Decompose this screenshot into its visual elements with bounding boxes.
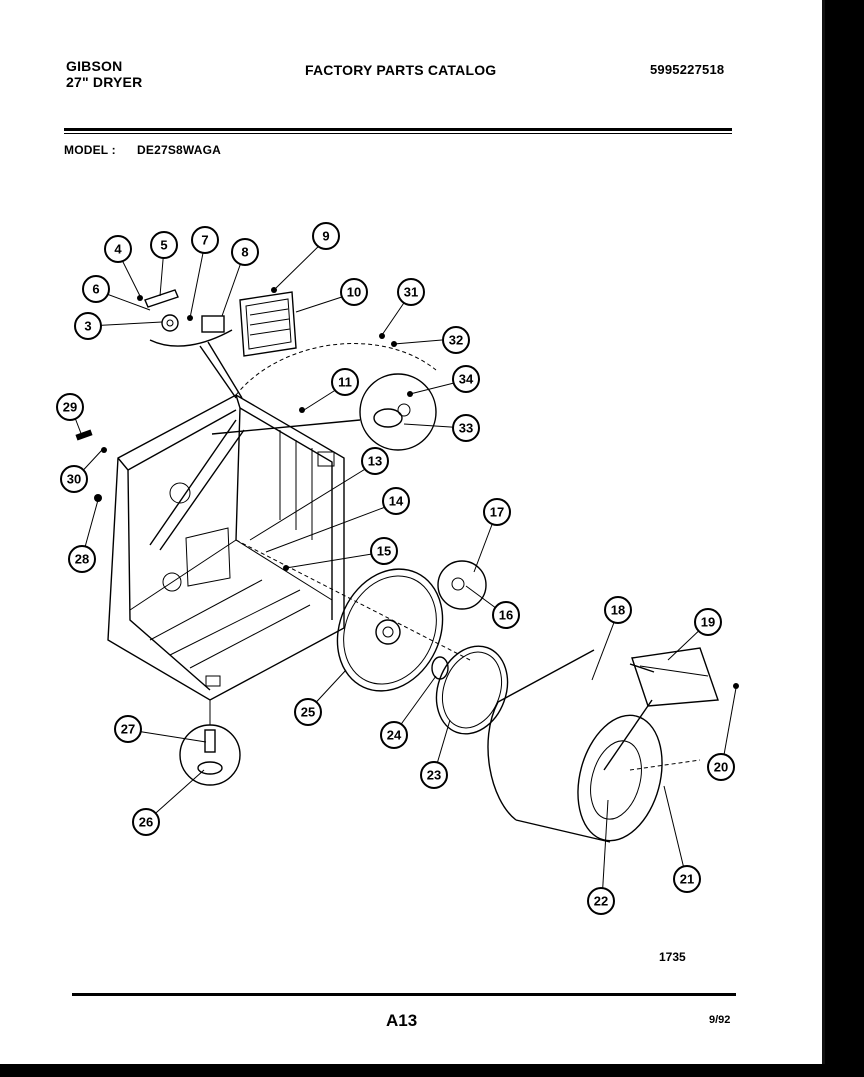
hardware-dots	[75, 287, 739, 689]
brand-block: GIBSON 27" DRYER	[66, 58, 142, 90]
catalog-date: 9/92	[709, 1014, 731, 1026]
callout-8: 8	[231, 238, 259, 266]
callout-30-label: 30	[67, 472, 81, 487]
callout-13-label: 13	[368, 454, 382, 469]
callout-17-label: 17	[490, 505, 504, 520]
front-bulkhead	[235, 539, 471, 692]
catalog-page: GIBSON 27" DRYER FACTORY PARTS CATALOG 5…	[0, 0, 825, 1064]
callout-18-label: 18	[611, 603, 625, 618]
callout-9: 9	[312, 222, 340, 250]
callout-14: 14	[382, 487, 410, 515]
model-value: DE27S8WAGA	[137, 143, 222, 157]
callout-10: 10	[340, 278, 368, 306]
callout-10-label: 10	[347, 285, 361, 300]
callout-4-label: 4	[114, 242, 122, 257]
callout-29-label: 29	[63, 400, 77, 415]
callout-7: 7	[191, 226, 219, 254]
callout-14-label: 14	[389, 494, 404, 509]
header-rule	[64, 128, 732, 131]
callout-5: 5	[150, 231, 178, 259]
callout-29: 29	[56, 393, 84, 421]
callout-21: 21	[673, 865, 701, 893]
callout-21-label: 21	[680, 872, 694, 887]
exploded-parts-diagram: 3 4 5 6 7 8 9 10 11 13 14 15 16 17 18 19…	[56, 222, 739, 915]
callout-13: 13	[361, 447, 389, 475]
cabinet-drawing	[107, 343, 437, 701]
callout-9-label: 9	[322, 229, 329, 244]
callout-11: 11	[331, 368, 359, 396]
callout-31-label: 31	[404, 285, 418, 300]
callout-20-label: 20	[714, 760, 728, 775]
callout-33-label: 33	[459, 421, 473, 436]
callout-3: 3	[74, 312, 102, 340]
callout-32-label: 32	[449, 333, 463, 348]
callout-19-label: 19	[701, 615, 715, 630]
callout-24-label: 24	[387, 728, 402, 743]
top-parts	[144, 289, 297, 399]
callout-16-label: 16	[499, 608, 513, 623]
callout-33: 33	[452, 414, 480, 442]
callout-25-label: 25	[301, 705, 315, 720]
callout-15: 15	[370, 537, 398, 565]
catalog-title: FACTORY PARTS CATALOG	[305, 62, 497, 78]
callout-30: 30	[60, 465, 88, 493]
callout-27: 27	[114, 715, 142, 743]
callout-28-label: 28	[75, 552, 89, 567]
callout-5-label: 5	[160, 238, 167, 253]
callout-17: 17	[483, 498, 511, 526]
motor-detail	[211, 373, 437, 451]
callout-23: 23	[420, 761, 448, 789]
callout-11-label: 11	[338, 375, 352, 390]
callout-26: 26	[132, 808, 160, 836]
callout-15-label: 15	[377, 544, 391, 559]
callout-4: 4	[104, 235, 132, 263]
diagram-code: 1735	[659, 950, 686, 964]
callout-31: 31	[397, 278, 425, 306]
callout-22-label: 22	[594, 894, 608, 909]
page-number: A13	[386, 1011, 418, 1030]
callout-27-label: 27	[121, 722, 135, 737]
product-name: 27" DRYER	[66, 74, 143, 90]
callout-32: 32	[442, 326, 470, 354]
callout-28: 28	[68, 545, 96, 573]
leg-detail	[179, 700, 241, 786]
callout-7-label: 7	[201, 233, 208, 248]
callout-34-label: 34	[459, 372, 474, 387]
callout-20: 20	[707, 753, 735, 781]
header-rule-thin	[64, 133, 732, 134]
drum	[487, 649, 701, 843]
callout-24: 24	[380, 721, 408, 749]
callout-25: 25	[294, 698, 322, 726]
callout-3-label: 3	[84, 319, 91, 334]
callout-16: 16	[492, 601, 520, 629]
catalog-part-number: 5995227518	[650, 62, 725, 77]
callout-34: 34	[452, 365, 480, 393]
callout-23-label: 23	[427, 768, 441, 783]
rear-seal	[431, 560, 509, 735]
callout-6-label: 6	[92, 282, 99, 297]
model-label: MODEL :	[64, 143, 116, 157]
callout-19: 19	[694, 608, 722, 636]
callout-26-label: 26	[139, 815, 153, 830]
footer-rule	[72, 993, 736, 996]
callout-8-label: 8	[241, 245, 248, 260]
callout-18: 18	[604, 596, 632, 624]
callout-6: 6	[82, 275, 110, 303]
brand-name: GIBSON	[66, 58, 123, 74]
callout-22: 22	[587, 887, 615, 915]
